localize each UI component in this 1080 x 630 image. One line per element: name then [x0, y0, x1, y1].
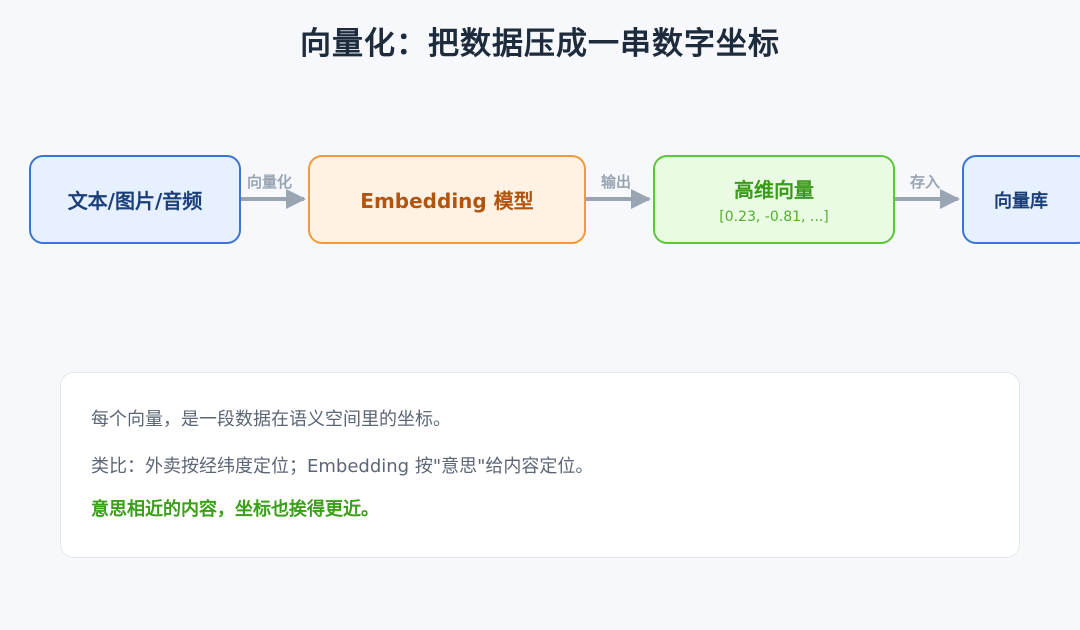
arrow-label-vectorize: 向量化: [247, 173, 293, 191]
diagram-title: 向量化：把数据压成一串数字坐标: [300, 26, 780, 62]
arrow-label-store: 存入: [910, 173, 941, 191]
vector-box: 高维向量 [0.23, -0.81, ...]: [653, 155, 895, 244]
explanation-line-1: 每个向量，是一段数据在语义空间里的坐标。: [91, 409, 451, 430]
input-data-box: 文本/图片/音频: [29, 155, 241, 244]
vector-db-box: 向量库: [962, 155, 1080, 244]
input-data-label: 文本/图片/音频: [67, 189, 203, 213]
vector-db-label: 向量库: [994, 190, 1048, 212]
explanation-line-2: 类比：外卖按经纬度定位；Embedding 按"意思"给内容定位。: [91, 456, 594, 477]
vector-box-title: 高维向量: [734, 178, 814, 202]
explanation-highlight: 意思相近的内容，坐标也挨得更近。: [91, 499, 379, 520]
arrow-label-output: 输出: [601, 173, 632, 191]
embedding-model-box: Embedding 模型: [308, 155, 586, 244]
embedding-model-label: Embedding 模型: [360, 189, 534, 213]
explanation-card: 每个向量，是一段数据在语义空间里的坐标。 类比：外卖按经纬度定位；Embeddi…: [60, 372, 1020, 558]
vector-box-example: [0.23, -0.81, ...]: [719, 209, 829, 225]
